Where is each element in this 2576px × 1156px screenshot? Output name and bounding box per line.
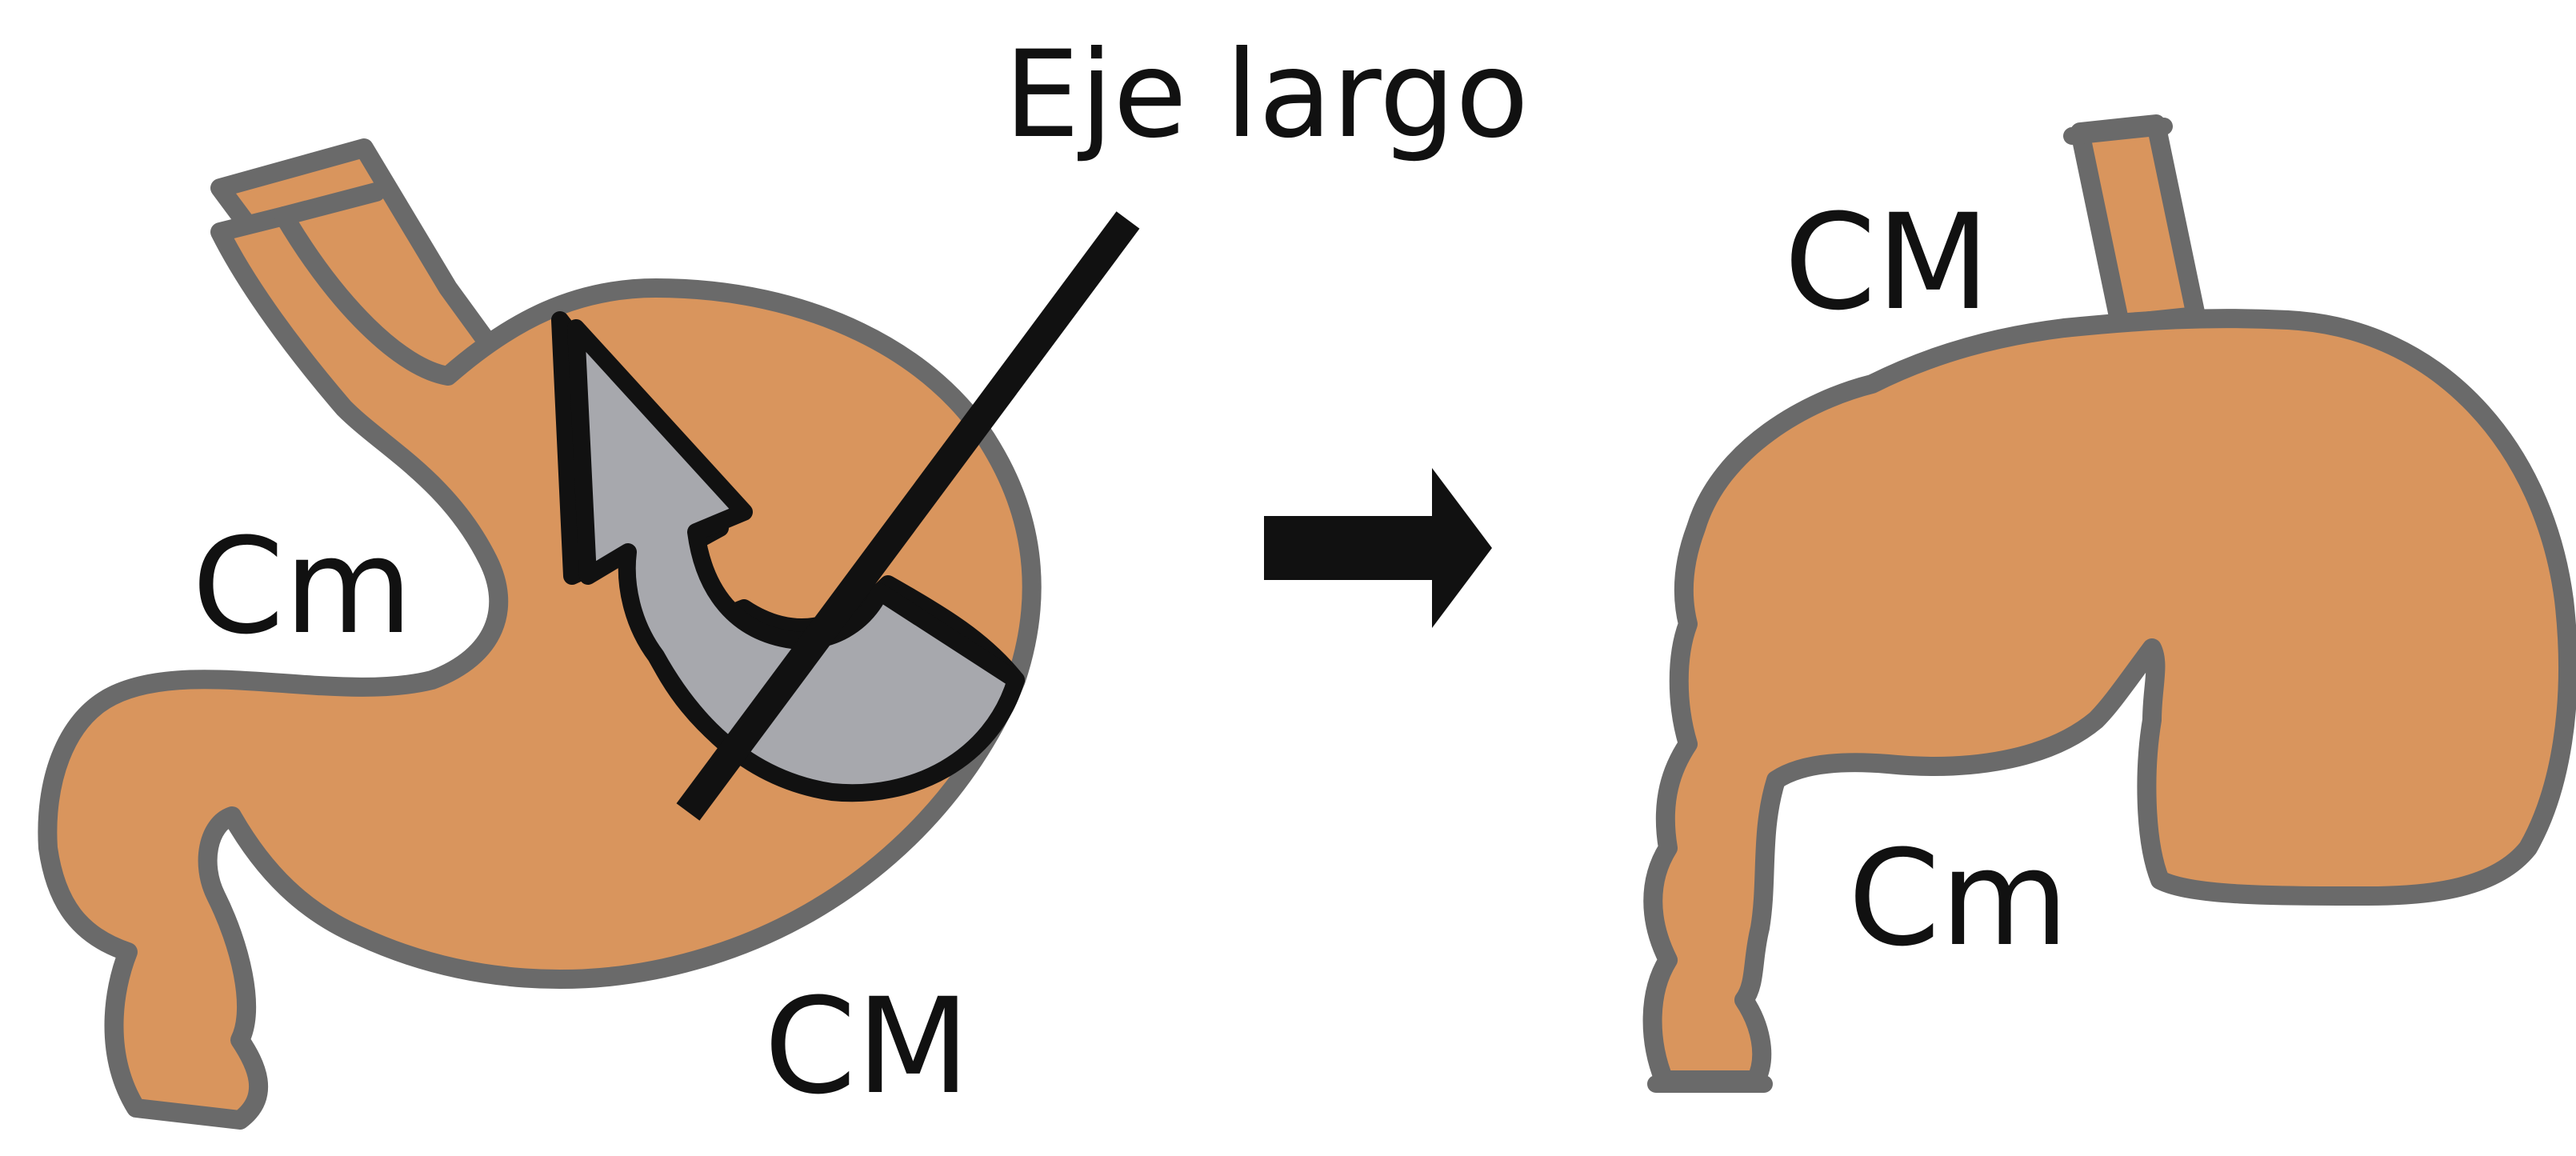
right-lesser-curvature-label: Cm: [1848, 822, 2069, 975]
right-stomach-body: [1653, 318, 2568, 1080]
right-arrow-icon: [1264, 468, 1492, 628]
right-esophagus-opening: [2072, 126, 2164, 136]
left-lesser-curvature-label: Cm: [192, 510, 413, 663]
right-esophagus: [2080, 124, 2196, 324]
left-greater-curvature-label: CM: [764, 970, 970, 1123]
long-axis-label: Eje largo: [1004, 26, 1529, 165]
right-greater-curvature-label: CM: [1784, 186, 1990, 339]
